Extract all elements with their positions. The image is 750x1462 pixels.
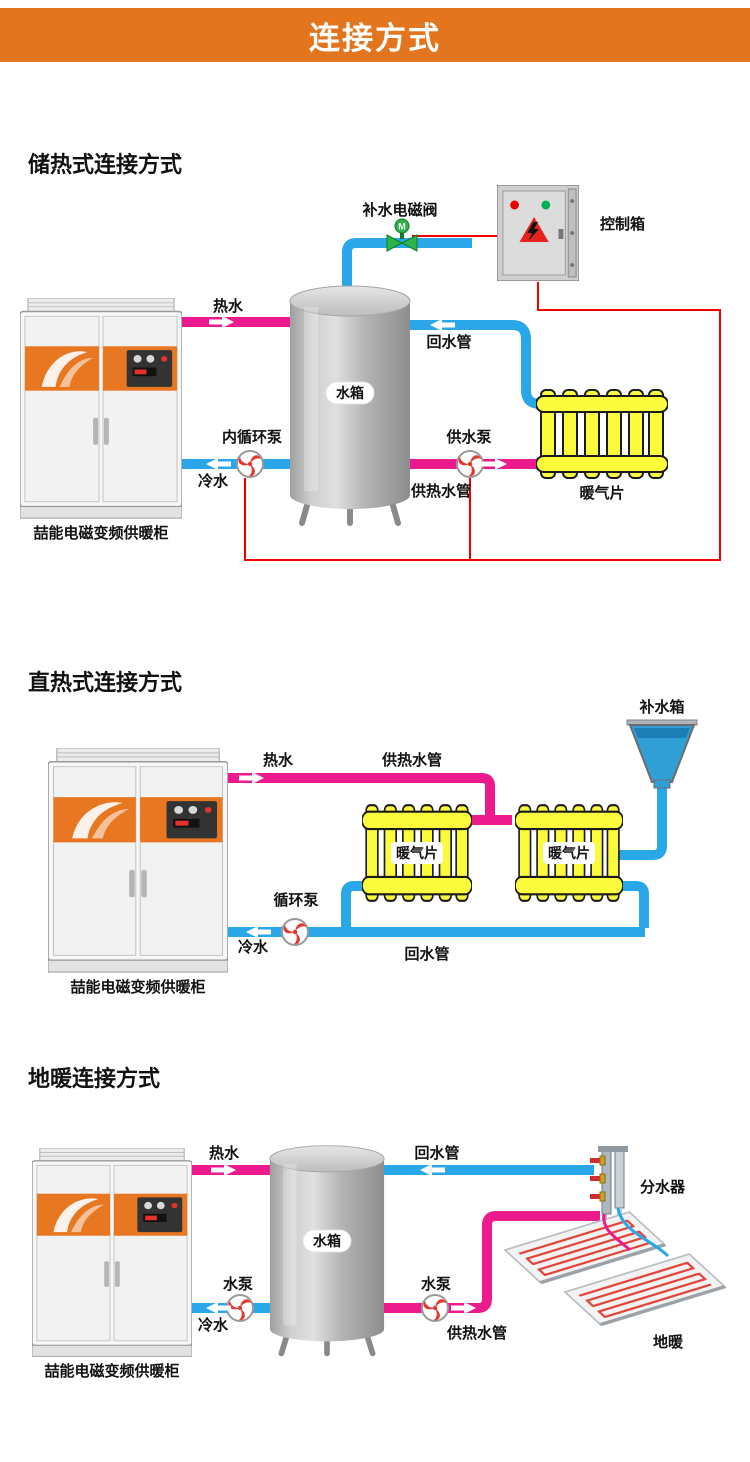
valve-letter: M	[398, 222, 406, 232]
section-title-storage: 储热式连接方式	[28, 152, 182, 177]
storage-diagram: M 补水电磁阀 控制箱 热水 回水管 水箱 内循环泵 供水泵 冷水 供热水管 暖…	[20, 185, 721, 561]
label-floor-heating: 地暖	[653, 1333, 684, 1351]
inner-circulation-pump-icon	[235, 450, 264, 479]
makeup-water-tank	[626, 719, 698, 789]
label-supply-pump: 供水泵	[445, 428, 491, 446]
tank-label-pill	[302, 1229, 352, 1253]
heating-cabinet	[32, 1148, 192, 1358]
label-makeup-tank: 补水箱	[638, 698, 684, 716]
heating-cabinet	[20, 298, 182, 519]
label-radiator: 暖气片	[579, 484, 624, 502]
floor-diagram: 热水 回水管 分水器 水箱 水泵 水泵 冷水 供热水管 地暖 喆能电磁变频供暖柜	[32, 1144, 725, 1380]
pipe-makeup-water	[610, 786, 667, 860]
pipe-makeup-water	[342, 238, 472, 296]
control-wire	[244, 235, 721, 561]
label-return-pipe: 回水管	[426, 333, 471, 351]
radiator	[536, 389, 668, 479]
label-circulation-pump: 循环泵	[273, 891, 318, 909]
label-heat-supply-pipe: 供热水管	[410, 482, 471, 500]
label-inner-pump: 内循环泵	[222, 428, 282, 446]
label-control-box: 控制箱	[600, 215, 645, 233]
radiator-label-pill	[391, 842, 443, 864]
label-hot-water: 热水	[209, 1144, 240, 1162]
heating-cabinet	[48, 748, 228, 973]
label-return-pipe: 回水管	[404, 945, 449, 963]
label-radiator-left: 暖气片	[396, 845, 438, 861]
label-pump-left: 水泵	[223, 1275, 253, 1293]
manifold-connector-cold	[616, 1207, 670, 1258]
water-manifold	[590, 1146, 628, 1222]
pipe-return	[410, 320, 550, 409]
manifold-connector-hot	[602, 1213, 631, 1252]
label-cabinet: 喆能电磁变频供暖柜	[70, 978, 205, 996]
pipe-heat-supply	[384, 1211, 600, 1313]
label-radiator-right: 暖气片	[548, 845, 590, 861]
label-tank: 水箱	[336, 385, 364, 401]
page-title: 连接方式	[309, 20, 441, 56]
label-cabinet: 喆能电磁变频供暖柜	[33, 524, 168, 542]
label-makeup-valve: 补水电磁阀	[361, 201, 437, 219]
radiator-label-pill	[543, 842, 595, 864]
page-header: 连接方式	[0, 8, 750, 62]
label-manifold: 分水器	[640, 1178, 686, 1196]
pipe-return-drop-left	[341, 881, 370, 928]
label-tank: 水箱	[313, 1233, 341, 1249]
label-pump-right: 水泵	[421, 1275, 451, 1293]
label-hot-water: 热水	[263, 751, 294, 769]
label-hot-water: 热水	[213, 297, 244, 315]
label-heat-supply-pipe: 供热水管	[446, 1324, 507, 1342]
label-cabinet: 喆能电磁变频供暖柜	[44, 1362, 179, 1380]
tank-label-pill	[325, 381, 375, 405]
label-cold-water: 冷水	[238, 938, 269, 956]
label-cold-water: 冷水	[198, 1316, 229, 1334]
label-heat-supply-pipe: 供热水管	[381, 751, 442, 769]
section-title-floor: 地暖连接方式	[28, 1066, 160, 1091]
label-cold-water: 冷水	[198, 472, 229, 490]
control-box	[497, 185, 579, 281]
circulation-pump-icon	[280, 918, 309, 947]
pump-right-icon	[420, 1294, 449, 1323]
pipe-heat-supply	[228, 773, 495, 820]
solenoid-valve-icon: M	[386, 218, 418, 252]
supply-pump-icon	[455, 450, 484, 479]
section-title-direct: 直热式连接方式	[28, 670, 182, 695]
pipe-return-drop-right	[615, 881, 649, 928]
direct-diagram: 热水 供热水管 补水箱 暖气片 暖气片 循环泵 冷水 回水管 喆能电磁变频供暖柜	[48, 698, 698, 996]
label-return-pipe: 回水管	[414, 1144, 459, 1162]
